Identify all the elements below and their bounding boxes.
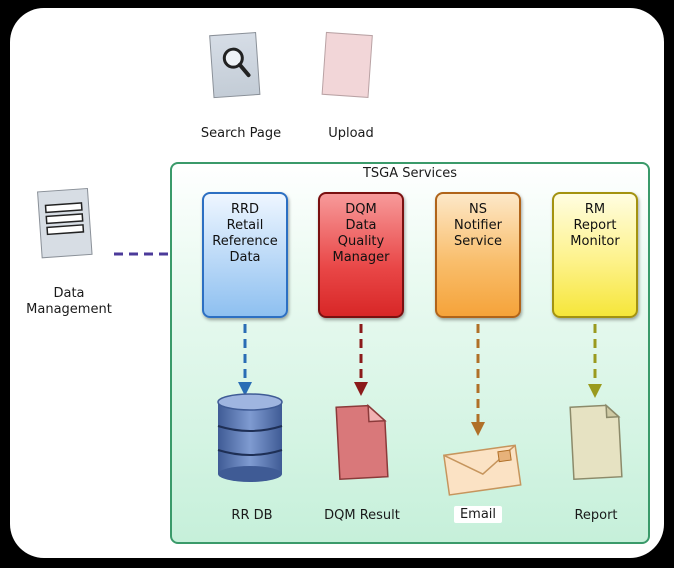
ns-line3: Service xyxy=(453,234,503,249)
rrd-line2: Retail xyxy=(226,218,264,233)
service-rm[interactable]: RM Report Monitor xyxy=(552,192,638,318)
ns-line1: NS xyxy=(469,202,487,217)
rm-line1: RM xyxy=(584,202,606,217)
ns-line2: Notifier xyxy=(454,218,502,233)
dqm-line2: Data xyxy=(345,218,377,233)
dqm-result-document-icon xyxy=(335,403,389,480)
search-page-label: Search Page xyxy=(200,126,282,141)
service-rrd[interactable]: RRD Retail Reference Data xyxy=(202,192,288,318)
rrd-line4: Data xyxy=(229,250,261,265)
rm-line3: Monitor xyxy=(570,234,620,249)
service-dqm[interactable]: DQM Data Quality Manager xyxy=(318,192,404,318)
arrow-rm-to-report xyxy=(588,324,602,398)
service-ns[interactable]: NS Notifier Service xyxy=(435,192,521,318)
arrow-dqm-to-result xyxy=(354,324,368,396)
tsga-services-group: TSGA Services RRD Retail Reference Data … xyxy=(170,162,650,544)
upload-page-icon xyxy=(321,31,373,99)
rrd-line3: Reference xyxy=(212,234,278,249)
arrow-ns-to-email xyxy=(471,324,485,436)
dqm-line3: Quality xyxy=(337,234,385,249)
report-label: Report xyxy=(574,508,618,523)
database-icon xyxy=(217,393,283,482)
rrd-line1: RRD xyxy=(230,202,260,217)
rr-db-label: RR DB xyxy=(231,508,273,523)
data-management-icon xyxy=(37,187,93,259)
diagram-frame: Search Page Upload Data Management TSGA … xyxy=(10,8,664,558)
dqm-result-label: DQM Result xyxy=(324,508,400,523)
dqm-line1: DQM xyxy=(345,202,377,217)
data-management-label: Data Management xyxy=(16,286,122,318)
arrow-rrd-to-db xyxy=(238,324,252,396)
data-management-line2: Management xyxy=(26,302,112,317)
search-page-icon xyxy=(209,32,261,99)
rm-line2: Report xyxy=(573,218,617,233)
data-management-line1: Data xyxy=(53,286,85,301)
upload-label: Upload xyxy=(328,126,374,141)
email-label: Email xyxy=(453,506,503,523)
email-envelope-icon xyxy=(443,444,522,496)
dqm-line4: Manager xyxy=(332,250,390,265)
report-document-icon xyxy=(569,403,623,480)
email-label-wrap: Email xyxy=(438,506,518,523)
services-title: TSGA Services xyxy=(362,166,458,181)
